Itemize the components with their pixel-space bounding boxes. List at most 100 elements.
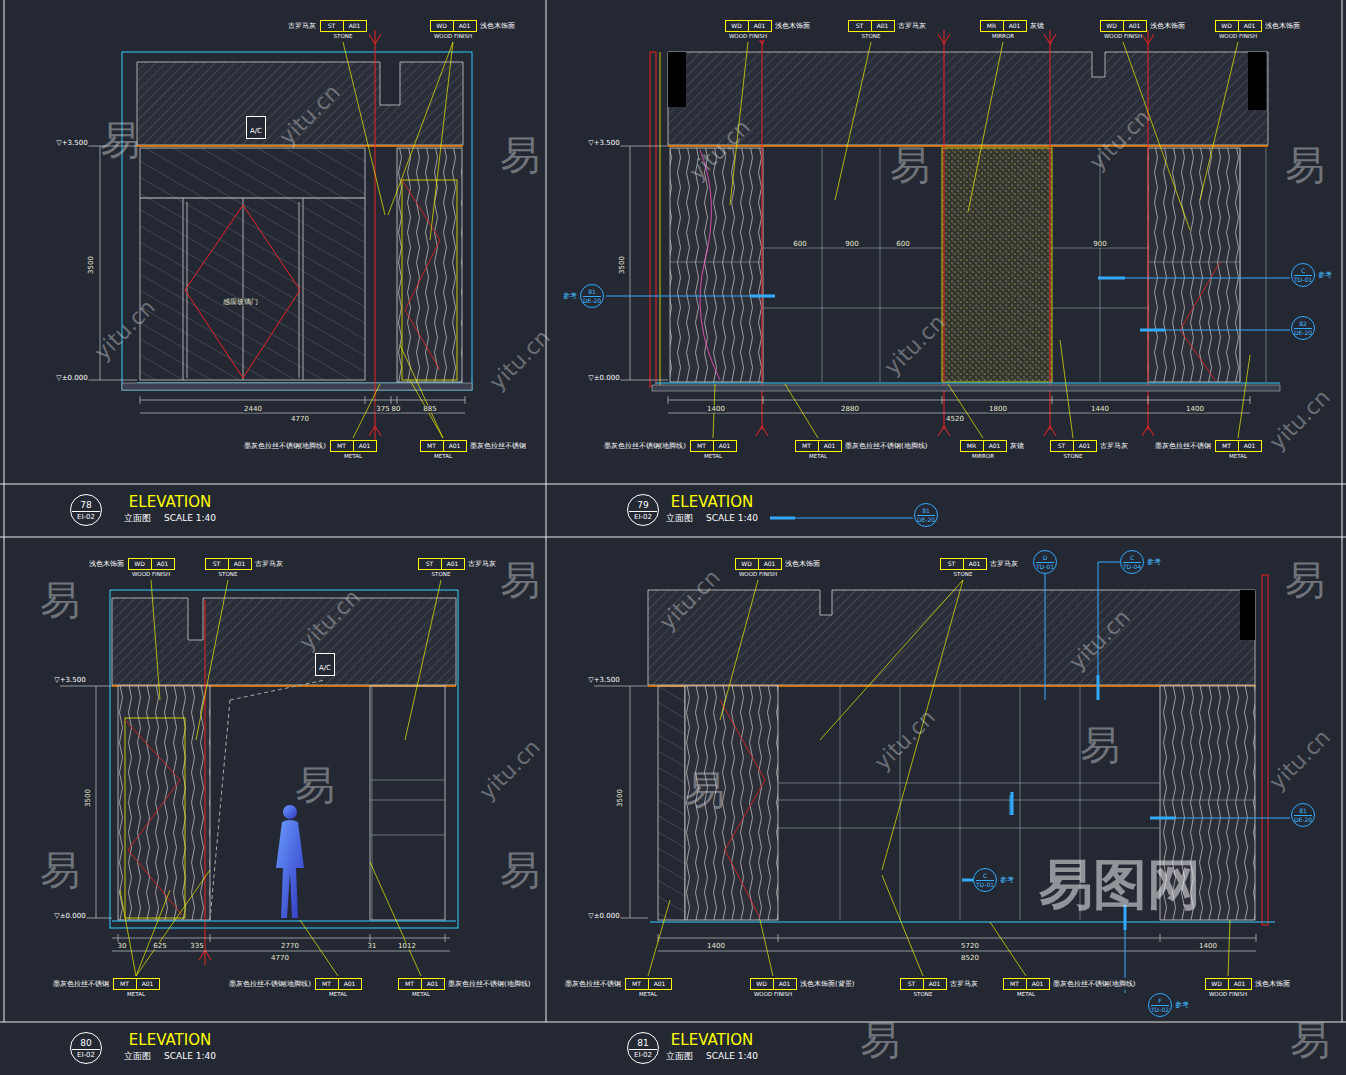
material-code: MT <box>399 979 421 989</box>
ac-label: A/C <box>250 127 262 135</box>
material-tag: 墨灰色拉丝不锈钢MTA01METAL <box>564 978 671 998</box>
dimension: 900 <box>1092 241 1107 248</box>
dimension: 2880 <box>840 406 860 413</box>
watermark: yitu.cn <box>91 296 159 364</box>
material-number: A01 <box>713 441 736 451</box>
reference-sheet: TD-01 <box>976 881 994 889</box>
tag-box: MRA01MIRROR <box>960 440 1006 460</box>
material-name: 墨灰色拉丝不锈钢(地脚线) <box>243 440 327 452</box>
reference-sheet: DE-20 <box>1294 816 1312 824</box>
tag-code-row: MTA01 <box>625 978 672 990</box>
material-code: ST <box>321 21 343 31</box>
watermark: 易 <box>1290 1020 1330 1060</box>
scale-note: SCALE 1:40 <box>706 514 758 523</box>
material-name: 古罗马灰 <box>254 558 284 570</box>
material-english: METAL <box>433 452 453 460</box>
dimension: 600 <box>792 241 807 248</box>
tag-code-row: WDA01 <box>1100 20 1147 32</box>
sheet-number: EI-02 <box>77 1050 95 1060</box>
watermark: 易 <box>40 580 80 620</box>
reference-circle: 81DE-20 <box>580 284 604 308</box>
material-english: WOOD FINISH <box>1218 32 1258 40</box>
dimension: 625 <box>152 943 167 950</box>
material-tag: WDA01WOOD FINISH浅色木饰面 <box>1205 978 1291 998</box>
material-name: 古罗马灰 <box>897 20 927 32</box>
drawing-number: 81 <box>629 1037 657 1050</box>
material-english: MIRROR <box>991 32 1015 40</box>
person-figure <box>276 805 304 918</box>
section-reference-bubble: DTD-01 <box>1033 550 1057 574</box>
level-mark: ▽±0.000 <box>53 912 86 921</box>
material-name: 古罗马灰 <box>287 20 317 32</box>
section-reference-bubble: CTD-01参考 <box>973 868 1014 892</box>
tag-code-row: STA01 <box>900 978 947 990</box>
tag-code-row: MRA01 <box>980 20 1027 32</box>
drawing-number: 78 <box>72 499 100 512</box>
material-english: STONE <box>953 570 974 578</box>
tag-code-row: MTA01 <box>315 978 362 990</box>
drawing-title-bubble: 80EI-02 <box>70 1032 102 1064</box>
material-tag: WDA01WOOD FINISH浅色木饰面 <box>1100 20 1186 40</box>
dimension: 80 <box>391 406 402 413</box>
sheet-number: EI-02 <box>634 512 652 522</box>
reference-number: 81 <box>917 507 935 516</box>
tag-box: STA01STONE <box>940 558 986 578</box>
material-english: STONE <box>431 570 452 578</box>
material-tag: WDA01WOOD FINISH浅色木饰面 <box>430 20 516 40</box>
tag-box: MTA01METAL <box>690 440 736 460</box>
material-number: A01 <box>441 559 464 569</box>
material-number: A01 <box>343 21 366 31</box>
material-tag: 浅色木饰面WDA01WOOD FINISH <box>88 558 174 578</box>
material-english: WOOD FINISH <box>753 990 793 998</box>
dimension: 3500 <box>88 255 95 275</box>
tag-code-row: MTA01 <box>795 440 842 452</box>
material-tag: MRA01MIRROR灰镜 <box>980 20 1045 40</box>
material-name: 灰镜 <box>1009 440 1025 452</box>
tag-code-row: MTA01 <box>1003 978 1050 990</box>
material-name: 浅色木饰面 <box>1264 20 1301 32</box>
material-number: A01 <box>353 441 376 451</box>
material-english: METAL <box>411 990 431 998</box>
material-english: STONE <box>861 32 882 40</box>
dimension: 885 <box>422 406 437 413</box>
ac-unit-box: A/C <box>315 653 335 676</box>
material-english: STONE <box>333 32 354 40</box>
material-english: METAL <box>808 452 828 460</box>
level-mark: ▽+3.500 <box>587 139 620 148</box>
material-name: 墨灰色拉丝不锈钢(地脚线) <box>844 440 928 452</box>
section-reference-bubble: 参考81DE-20 <box>563 284 604 308</box>
reference-sheet: TD-02 <box>1151 1006 1169 1014</box>
dimension: 1800 <box>988 406 1008 413</box>
ac-unit-box: A/C <box>246 116 266 139</box>
section-reference-bubble: FTD-02参考 <box>1148 993 1189 1017</box>
material-code: ST <box>419 559 441 569</box>
level-mark: ▽+3.500 <box>587 676 620 685</box>
scale-note: SCALE 1:40 <box>164 1052 216 1061</box>
dimension: 1012 <box>397 943 417 950</box>
material-code: MT <box>626 979 648 989</box>
tag-code-row: MTA01 <box>690 440 737 452</box>
material-number: A01 <box>773 979 796 989</box>
material-english: WOOD FINISH <box>433 32 473 40</box>
material-name: 浅色木饰面 <box>784 558 821 570</box>
dimension: 335 <box>189 943 204 950</box>
material-number: A01 <box>136 979 159 989</box>
level-mark: ▽+3.500 <box>53 676 86 685</box>
material-name: 墨灰色拉丝不锈钢 <box>469 440 527 452</box>
material-english: METAL <box>343 452 363 460</box>
tag-code-row: WDA01 <box>1205 978 1252 990</box>
material-tag: WDA01WOOD FINISH浅色木饰面 <box>1215 20 1301 40</box>
material-english: METAL <box>1228 452 1248 460</box>
watermark: yitu.cn <box>1266 386 1334 454</box>
material-tag: WDA01WOOD FINISH浅色木饰面(背景) <box>750 978 855 998</box>
level-mark: ▽±0.000 <box>587 374 620 383</box>
section-reference-bubble: 82DE-20 <box>1291 316 1315 340</box>
material-tag: STA01STONE古罗马灰 <box>848 20 927 40</box>
reference-sheet: TD-04 <box>1123 563 1141 571</box>
tag-box: WDA01WOOD FINISH <box>750 978 796 998</box>
tag-box: WDA01WOOD FINISH <box>430 20 476 40</box>
reference-number: C <box>1294 267 1312 276</box>
tag-box: MTA01METAL <box>420 440 466 460</box>
